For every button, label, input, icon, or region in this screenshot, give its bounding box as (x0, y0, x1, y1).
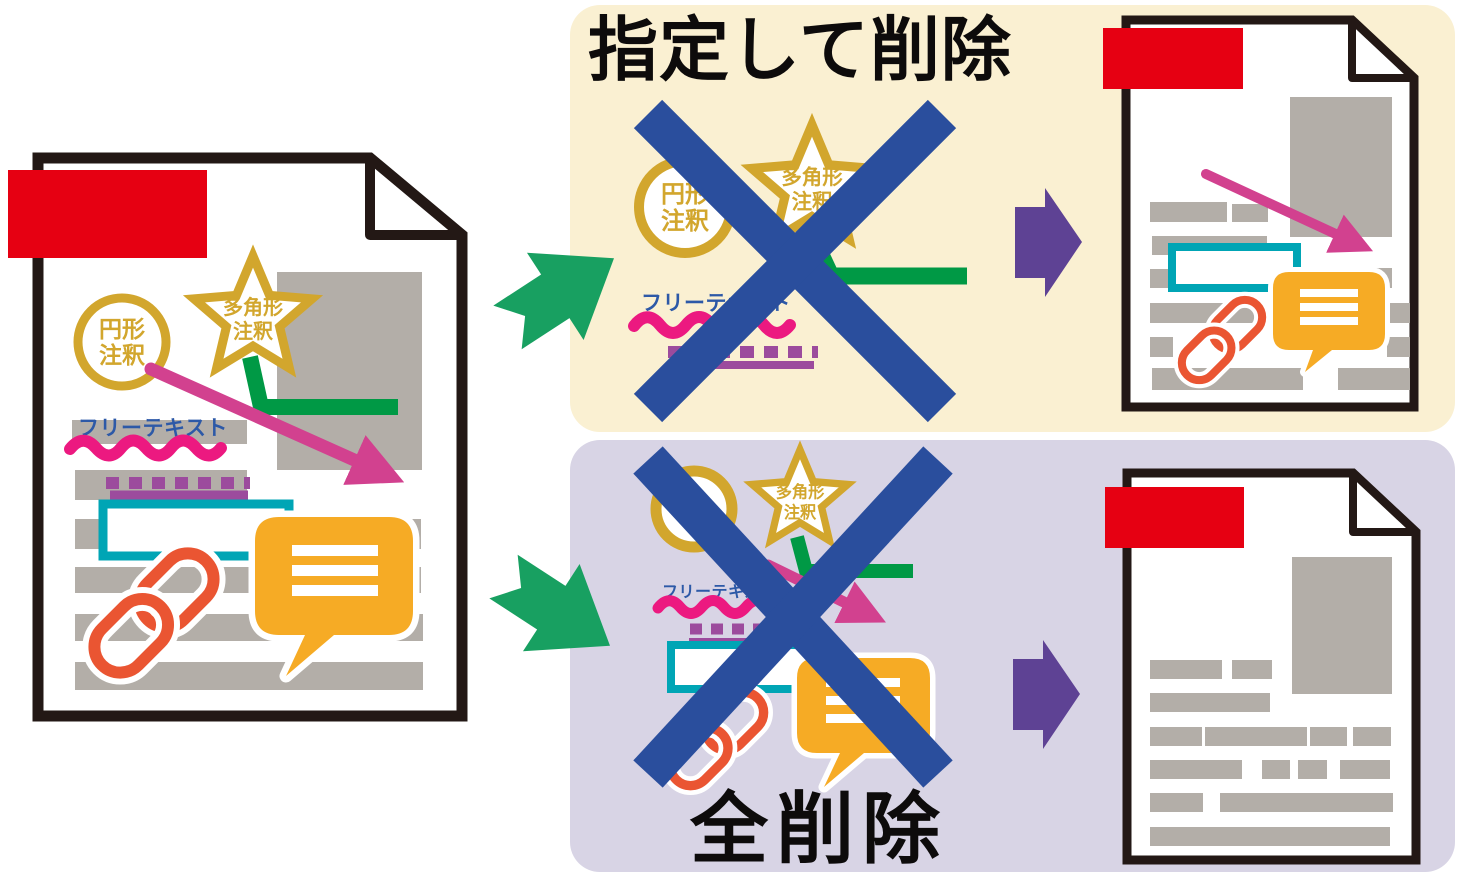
image-placeholder (1292, 557, 1392, 694)
text-line (1298, 760, 1327, 779)
redaction-block (8, 170, 207, 258)
text-line (1150, 202, 1227, 222)
panel-title-delete-all: 全削除 (689, 785, 948, 873)
image-placeholder (1290, 97, 1392, 237)
redaction-block (1105, 487, 1244, 548)
document-fold-corner (365, 153, 467, 240)
polygon-annotation-icon: 多角形 注釈 (182, 244, 324, 378)
wavy-underline-annotation (652, 595, 774, 619)
chain-link-icon (82, 541, 226, 685)
flow-arrow-purple-bottom-icon (1013, 640, 1080, 749)
document-fold-corner (1348, 16, 1418, 82)
text-line (1353, 727, 1391, 746)
circle-annotation-icon: 円形 注釈 (73, 293, 171, 391)
text-lines (1150, 660, 1393, 846)
text-line (1232, 204, 1268, 222)
text-line (1150, 793, 1203, 812)
flow-arrow-green-top-icon (493, 252, 614, 350)
flow-arrow-purple-top-icon (1015, 188, 1082, 297)
text-line (1150, 269, 1170, 288)
text-line (1220, 793, 1393, 812)
text-line (1150, 660, 1222, 679)
free-text-annotation: フリーテキスト (78, 417, 228, 440)
flow-arrow-green-bottom-icon (489, 554, 610, 652)
arrow-annotation (1201, 169, 1374, 253)
polyline-annotation (242, 355, 398, 415)
delete-all-cluster: 円形 注釈 多角形 注釈 フリーテキスト (633, 440, 953, 795)
text-line (1152, 368, 1303, 390)
panel-title-specified-delete: 指定して削除 (588, 11, 1012, 89)
polygon-annotation-label-line1: 多角形 (223, 295, 283, 319)
polyline-annotation (790, 535, 913, 578)
text-line (72, 420, 247, 444)
redaction-block (1103, 28, 1243, 89)
cross-out-x-icon (633, 446, 953, 788)
circle-annotation-label-line2: 注釈 (661, 207, 709, 235)
text-line (1262, 760, 1290, 779)
circle-annotation-label-line2: 注釈 (99, 342, 145, 368)
cross-out-x-icon (633, 99, 957, 423)
text-line (1232, 660, 1272, 679)
text-line (1150, 760, 1242, 779)
polygon-annotation-icon: 多角形 注釈 (743, 440, 857, 549)
wavy-underline-annotation (64, 434, 227, 462)
text-line (1387, 303, 1410, 323)
source-document: 円形 注釈 多角形 注釈 フリーテキスト (8, 152, 468, 722)
text-line (1340, 760, 1390, 779)
comment-bubble-icon (1268, 267, 1390, 377)
specified-delete-cluster: 円形 注釈 多角形 注釈 フリーテキスト (628, 99, 967, 423)
text-line (1150, 727, 1202, 746)
text-line (1205, 727, 1307, 746)
result-document-all (1105, 468, 1421, 865)
text-line (1150, 827, 1390, 846)
result-document-specified (1103, 15, 1419, 412)
text-line (1387, 337, 1410, 357)
arrow-annotation (144, 362, 405, 485)
polygon-annotation-label-line1: 多角形 (781, 165, 843, 189)
chain-link-icon (1173, 291, 1271, 389)
polygon-annotation-label-line1: 多角形 (776, 483, 825, 502)
polygon-annotation-label-line2: 注釈 (784, 503, 817, 522)
text-line (1338, 368, 1410, 390)
text-line (1150, 693, 1270, 712)
text-line (1150, 337, 1173, 357)
comment-bubble-icon (248, 510, 420, 683)
text-line (1310, 727, 1347, 746)
document-fold-corner (1349, 469, 1420, 536)
circle-annotation-label-line1: 円形 (99, 316, 145, 342)
polygon-annotation-label-line2: 注釈 (233, 319, 274, 343)
